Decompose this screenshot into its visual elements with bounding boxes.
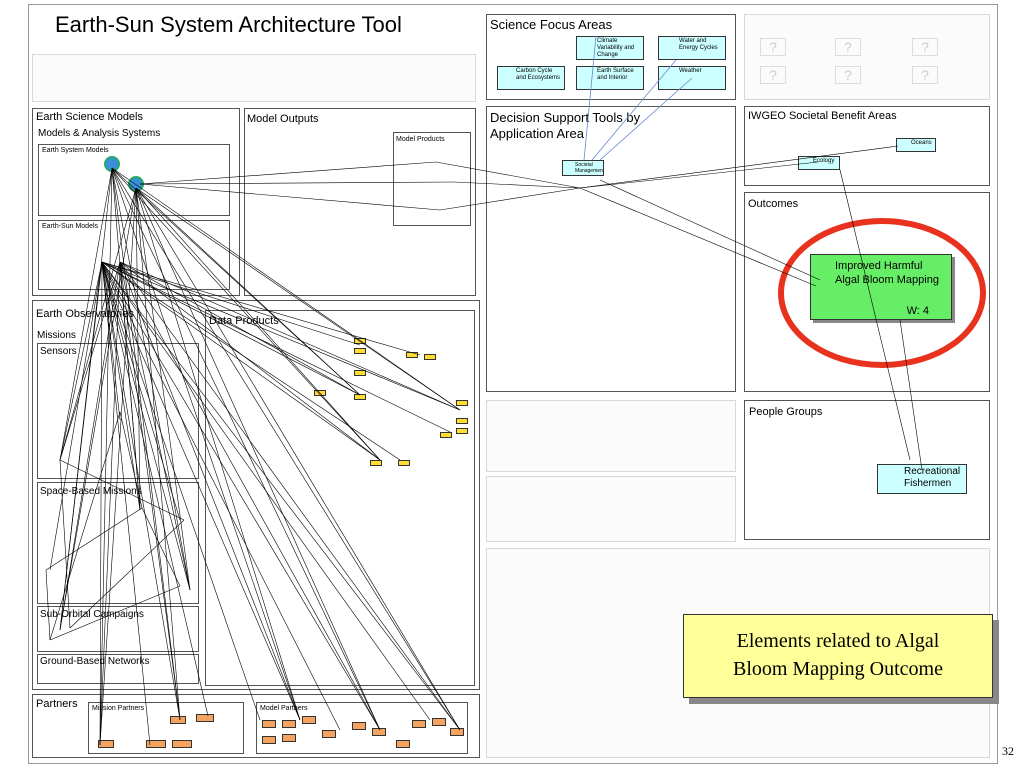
partner-box[interactable] bbox=[172, 740, 192, 748]
data-product-box[interactable] bbox=[456, 428, 468, 434]
sensors-title: Sensors bbox=[40, 346, 77, 357]
people-groups-title: People Groups bbox=[749, 406, 823, 418]
earth-observatories-title: Earth Observatories bbox=[36, 308, 134, 320]
outcomes-title: Outcomes bbox=[748, 198, 799, 210]
data-products-panel bbox=[205, 310, 475, 686]
partner-box[interactable] bbox=[262, 720, 276, 728]
faint-panel bbox=[486, 400, 736, 472]
focus-node-water[interactable]: Water and Energy Cycles bbox=[658, 36, 726, 60]
data-product-box[interactable] bbox=[424, 354, 436, 360]
partners-title: Partners bbox=[36, 698, 78, 710]
iwgeo-node-ecology[interactable]: Ecology bbox=[798, 156, 840, 170]
earth-system-models-title: Earth System Models bbox=[42, 147, 109, 154]
model-outputs-title: Model Outputs bbox=[247, 113, 319, 125]
mission-partners-title: Mission Partners bbox=[92, 705, 145, 712]
data-product-box[interactable] bbox=[354, 338, 366, 344]
suborbital-title: Sub-Orbital Campaigns bbox=[40, 609, 144, 620]
focus-placeholder-band bbox=[744, 14, 990, 100]
focus-node-carbon[interactable]: Carbon Cycle and Ecosystems bbox=[497, 66, 565, 90]
science-focus-title: Science Focus Areas bbox=[490, 17, 613, 32]
question-icon: ? bbox=[912, 66, 938, 84]
data-product-box[interactable] bbox=[370, 460, 382, 466]
sensors-panel bbox=[37, 343, 199, 479]
data-product-box[interactable] bbox=[354, 394, 366, 400]
partner-box[interactable] bbox=[98, 740, 114, 748]
ground-based-title: Ground-Based Networks bbox=[40, 656, 150, 667]
partner-box[interactable] bbox=[322, 730, 336, 738]
data-product-box[interactable] bbox=[456, 418, 468, 424]
model-partners-title: Model Partners bbox=[260, 705, 308, 712]
decision-support-title: Decision Support Tools by Application Ar… bbox=[490, 110, 641, 141]
earth-sun-models-panel bbox=[38, 220, 230, 290]
data-product-box[interactable] bbox=[314, 390, 326, 396]
data-product-box[interactable] bbox=[406, 352, 418, 358]
question-icon: ? bbox=[835, 38, 861, 56]
model-products-title: Model Products bbox=[396, 136, 445, 143]
partner-box[interactable] bbox=[282, 720, 296, 728]
partner-box[interactable] bbox=[372, 728, 386, 736]
data-product-box[interactable] bbox=[398, 460, 410, 466]
top-placeholder-band bbox=[32, 54, 476, 102]
partner-box[interactable] bbox=[412, 720, 426, 728]
iwgeo-node-oceans[interactable]: Oceans bbox=[896, 138, 936, 152]
data-products-title: Data Products bbox=[209, 315, 279, 327]
people-node-fishermen[interactable]: Recreational Fishermen bbox=[877, 464, 967, 494]
partner-box[interactable] bbox=[170, 716, 186, 724]
question-icon: ? bbox=[760, 66, 786, 84]
partner-box[interactable] bbox=[146, 740, 166, 748]
question-icon: ? bbox=[835, 66, 861, 84]
partner-box[interactable] bbox=[450, 728, 464, 736]
globe-icon[interactable] bbox=[128, 176, 144, 192]
iwgeo-title: IWGEO Societal Benefit Areas bbox=[748, 110, 897, 122]
callout-box: Elements related to Algal Bloom Mapping … bbox=[683, 614, 993, 698]
earth-sun-models-title: Earth-Sun Models bbox=[42, 223, 99, 230]
question-icon: ? bbox=[912, 38, 938, 56]
focus-node-earth-surface[interactable]: Earth Surface and Interior bbox=[576, 66, 644, 90]
models-analysis-title: Models & Analysis Systems bbox=[38, 128, 161, 139]
focus-node-weather[interactable]: Weather bbox=[658, 66, 726, 90]
missions-title: Missions bbox=[37, 330, 76, 341]
page-number: 32 bbox=[1002, 744, 1014, 758]
partner-box[interactable] bbox=[352, 722, 366, 730]
space-based-title: Space-Based Missions bbox=[40, 486, 142, 497]
faint-panel bbox=[486, 476, 736, 542]
question-icon: ? bbox=[760, 38, 786, 56]
data-product-box[interactable] bbox=[440, 432, 452, 438]
callout-line-1: Elements related to Algal bbox=[736, 630, 940, 652]
partner-box[interactable] bbox=[396, 740, 410, 748]
partner-box[interactable] bbox=[196, 714, 214, 722]
data-product-box[interactable] bbox=[354, 348, 366, 354]
partner-box[interactable] bbox=[262, 736, 276, 744]
page-title: Earth-Sun System Architecture Tool bbox=[55, 12, 402, 37]
earth-science-models-title: Earth Science Models bbox=[36, 111, 143, 123]
callout-line-2: Bloom Mapping Outcome bbox=[733, 658, 943, 680]
data-product-box[interactable] bbox=[456, 400, 468, 406]
data-product-box[interactable] bbox=[354, 370, 366, 376]
focus-node-climate[interactable]: Climate Variability and Change bbox=[576, 36, 644, 60]
model-products-panel bbox=[393, 132, 471, 226]
space-based-panel bbox=[37, 482, 199, 604]
highlight-ring bbox=[778, 218, 986, 368]
partner-box[interactable] bbox=[302, 716, 316, 724]
dst-node-societal[interactable]: Societal Management bbox=[562, 160, 604, 176]
globe-icon[interactable] bbox=[104, 156, 120, 172]
partner-box[interactable] bbox=[432, 718, 446, 726]
decision-support-panel bbox=[486, 106, 736, 392]
partner-box[interactable] bbox=[282, 734, 296, 742]
